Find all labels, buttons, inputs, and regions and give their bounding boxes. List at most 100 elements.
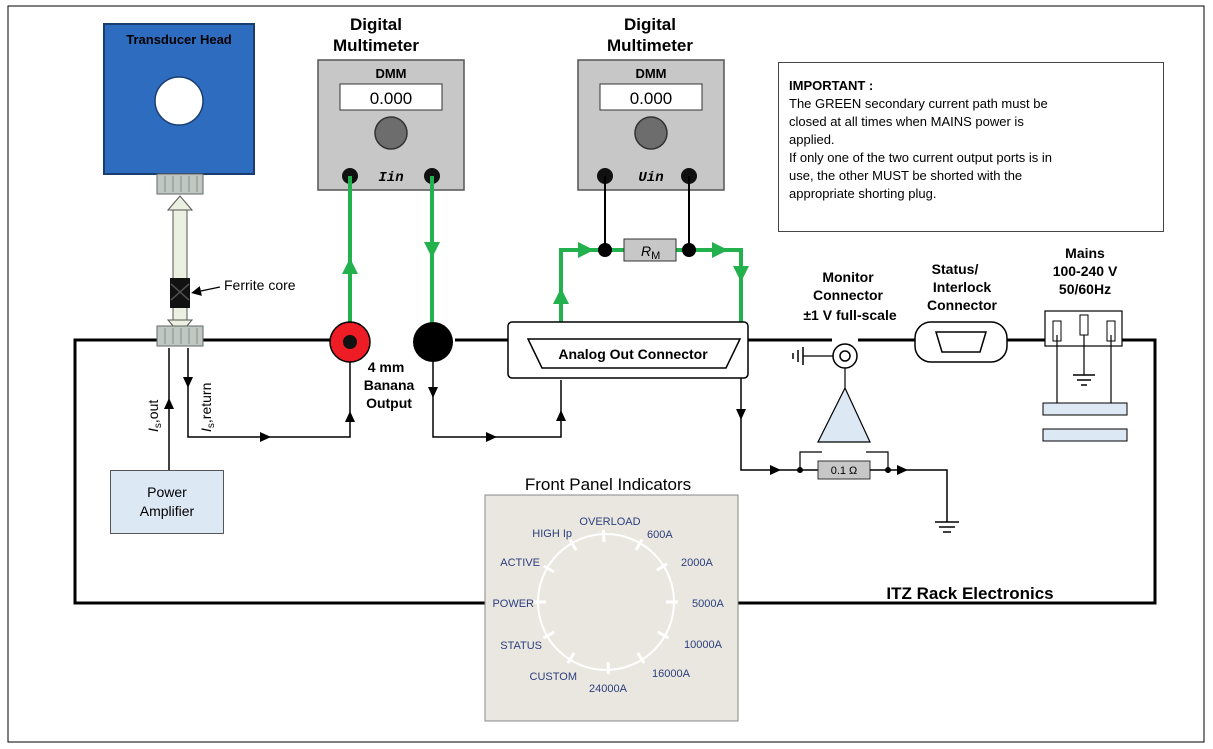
- rack-transducer-connector: [156, 325, 204, 347]
- shunt-arrow3: [897, 465, 908, 475]
- monitor-ground-icon: [792, 347, 804, 365]
- indicator-ring: [537, 533, 675, 671]
- rm-resistor: [623, 238, 677, 262]
- status-label-1: Status/: [932, 261, 979, 277]
- monitor-label-3: ±1 V full-scale: [803, 307, 896, 323]
- status-interlock-connector: [914, 321, 1008, 363]
- mains-label-3: 50/60Hz: [1059, 281, 1111, 297]
- dmm-left-dial: [374, 116, 408, 150]
- banana-label-1: 4 mm: [368, 359, 405, 375]
- mains-inlet: [1042, 310, 1128, 442]
- power-amplifier-line2: Amplifier: [139, 503, 195, 519]
- dmm-left-heading-1: Digital: [350, 15, 402, 34]
- rm-label: RM: [641, 243, 660, 262]
- important-line: applied.: [789, 132, 835, 147]
- indicator-tick: [566, 652, 576, 664]
- indicator-label: 24000A: [589, 683, 628, 695]
- important-line: closed at all times when MAINS power is: [789, 114, 1024, 129]
- indicator-label: HIGH Ip: [532, 528, 572, 540]
- rm-node-right: [682, 243, 696, 257]
- black-return-arrow2: [486, 432, 497, 442]
- ferrite-label: Ferrite core: [224, 277, 296, 293]
- mains-label-1: Mains: [1065, 245, 1105, 261]
- dmm-right-display: [599, 83, 703, 111]
- status-label-2: Interlock: [933, 279, 992, 295]
- svg-text:Is,out: Is,out: [145, 400, 164, 432]
- black-return-arrow3: [556, 410, 566, 421]
- analog-out-connector: [507, 321, 749, 379]
- shunt-arrow2: [770, 465, 781, 475]
- indicator-tick: [656, 562, 668, 572]
- rm-node-left: [598, 243, 612, 257]
- important-note: IMPORTANT : The GREEN secondary current …: [778, 62, 1164, 232]
- shunt-arrow1: [736, 409, 746, 420]
- dmm-left-heading-2: Multimeter: [333, 36, 419, 55]
- svg-text:Is,return: Is,return: [198, 383, 217, 432]
- rack-outline-left: [73, 338, 485, 605]
- indicator-label: 2000A: [681, 557, 713, 569]
- dmm-right-port-label: Uin: [638, 170, 663, 186]
- amp-in-b: [866, 451, 889, 470]
- dmm-left-label: DMM: [375, 66, 406, 81]
- indicator-tick: [634, 538, 644, 551]
- is-return-label: Is,return: [198, 383, 217, 432]
- ferrite-pointer: [191, 286, 221, 296]
- monitor-bnc-center: [839, 350, 851, 362]
- indicator-label: OVERLOAD: [579, 516, 640, 528]
- important-line: The GREEN secondary current path must be: [789, 96, 1048, 111]
- indicator-label: 10000A: [684, 639, 723, 651]
- transducer-aperture: [154, 76, 204, 126]
- banana-label-2: Banana: [364, 377, 415, 393]
- is-out-arrow: [164, 398, 174, 409]
- is-return-arrow2: [260, 432, 271, 442]
- indicator-tick: [636, 652, 646, 664]
- dmm-right-dial: [634, 116, 668, 150]
- banana-red-core: [343, 335, 357, 349]
- mains-label-2: 100-240 V: [1053, 263, 1118, 279]
- shunt-input-wire: [740, 378, 800, 471]
- shunt-ground-icon: [935, 521, 959, 533]
- is-return-arrow3: [345, 411, 355, 422]
- banana-black-jack: [413, 322, 453, 362]
- power-amplifier: Power Amplifier: [110, 470, 224, 534]
- indicator-label: 5000A: [692, 598, 724, 610]
- is-return-arrow1: [183, 377, 193, 388]
- indicator-label: CUSTOM: [530, 671, 577, 683]
- status-label-3: Connector: [927, 297, 998, 313]
- transducer-head: [103, 23, 255, 195]
- indicator-tick: [542, 564, 555, 574]
- dmm-right-heading-1: Digital: [624, 15, 676, 34]
- important-title: IMPORTANT :: [789, 78, 874, 93]
- monitor-label-2: Connector: [813, 287, 884, 303]
- monitor-amplifier: [817, 386, 871, 443]
- important-line: appropriate shorting plug.: [789, 186, 937, 201]
- rack-outline-right: [738, 338, 1157, 605]
- transducer-connector: [156, 173, 204, 195]
- indicator-label: 600A: [647, 529, 673, 541]
- indicator-label: ACTIVE: [500, 557, 540, 569]
- transducer-title: Transducer Head: [126, 32, 232, 47]
- transducer-cable: [156, 195, 204, 347]
- dmm-left: [317, 59, 465, 191]
- dmm-left-port-label: Iin: [378, 170, 403, 186]
- indicator-tick: [568, 538, 578, 551]
- dmm-right-reading: 0.000: [630, 89, 673, 108]
- dmm-right-heading-2: Multimeter: [607, 36, 693, 55]
- shunt-label: 0.1 Ω: [831, 465, 858, 477]
- dmm-left-display: [339, 83, 443, 111]
- monitor-label-1: Monitor: [822, 269, 874, 285]
- indicator-tick: [542, 630, 555, 640]
- outer-frame: [7, 5, 1205, 743]
- indicator-label: 16000A: [652, 668, 691, 680]
- dmm-right: [577, 59, 725, 191]
- indicator-tick: [657, 630, 670, 640]
- banana-label-3: Output: [366, 395, 412, 411]
- is-out-label: Is,out: [145, 400, 164, 432]
- amp-in-a: [799, 451, 822, 470]
- dmm-left-reading: 0.000: [370, 89, 413, 108]
- important-line: If only one of the two current output po…: [789, 150, 1053, 165]
- indicator-layer: OVERLOAD 600A 2000A 5000A 10000A 16000A 24000A…: [492, 516, 724, 695]
- power-amplifier-line1: Power: [147, 484, 187, 500]
